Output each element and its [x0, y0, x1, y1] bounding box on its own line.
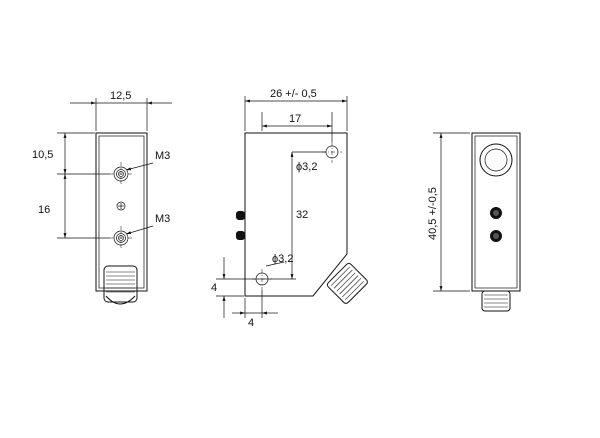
front-spacing-label: 16: [38, 204, 50, 216]
rear-housing-inner-edge: [474, 135, 518, 289]
front-housing-inner-edge: [98, 135, 145, 289]
side-hole-offset-label: 17: [289, 113, 301, 125]
front-center-mark: [116, 201, 126, 211]
side-bottom-horizontal-label: 4: [248, 317, 254, 329]
front-hole-callout-top: M3: [125, 150, 170, 171]
front-mounting-hole-top: [110, 162, 132, 186]
front-hole-bottom-label: M3: [155, 213, 170, 225]
side-height-dimension: 32: [268, 152, 308, 280]
front-upper-dimension: 10,5: [32, 132, 110, 175]
front-width-dimension: 12,5: [70, 90, 172, 131]
rear-height-label: 40,5 +/-0,5: [427, 187, 439, 240]
side-led-upper: [236, 211, 245, 220]
side-bottom-hole-callout: ϕ3,2: [265, 253, 293, 267]
front-upper-label: 10,5: [32, 149, 53, 161]
side-length-dimension: 26 +/- 0,5: [244, 88, 348, 131]
side-length-label: 26 +/- 0,5: [270, 88, 317, 100]
side-hole-offset-dimension: 17: [261, 112, 333, 142]
rear-view: 40,5 +/-0,5: [427, 132, 521, 312]
side-housing-outline: [244, 132, 348, 297]
side-height-label: 32: [296, 209, 308, 221]
side-led-lower: [236, 231, 245, 240]
side-bottom-vertical-dimension: 4: [211, 257, 256, 318]
side-bottom-hole-dia: ϕ3,2: [272, 253, 293, 265]
side-connector: [326, 262, 368, 304]
rear-led-lower: [490, 230, 502, 242]
side-top-hole-dia: ϕ3,2: [296, 161, 317, 173]
side-hole-bottom: [252, 269, 272, 290]
front-spacing-dimension: 16: [38, 174, 110, 239]
front-mounting-hole-bottom: [110, 226, 132, 250]
rear-lens: [479, 143, 513, 177]
side-hole-top: [322, 142, 342, 163]
side-bottom-horizontal-dimension: 4: [232, 290, 278, 329]
front-connector: [103, 265, 138, 305]
side-bottom-vertical-label: 4: [211, 282, 217, 294]
rear-led-upper: [490, 207, 502, 219]
front-view: 12,5 10,5 16 M3 M3: [32, 90, 172, 305]
front-housing-outline: [95, 132, 148, 292]
side-view: 26 +/- 0,5 17 ϕ3,2 32 ϕ3,2: [211, 88, 368, 329]
front-width-label: 12,5: [110, 90, 131, 102]
rear-connector: [481, 290, 511, 312]
front-hole-callout-bottom: M3: [125, 213, 170, 235]
front-hole-top-label: M3: [155, 150, 170, 162]
side-top-hole-callout: ϕ3,2: [292, 151, 326, 173]
rear-height-dimension: 40,5 +/-0,5: [427, 132, 470, 292]
